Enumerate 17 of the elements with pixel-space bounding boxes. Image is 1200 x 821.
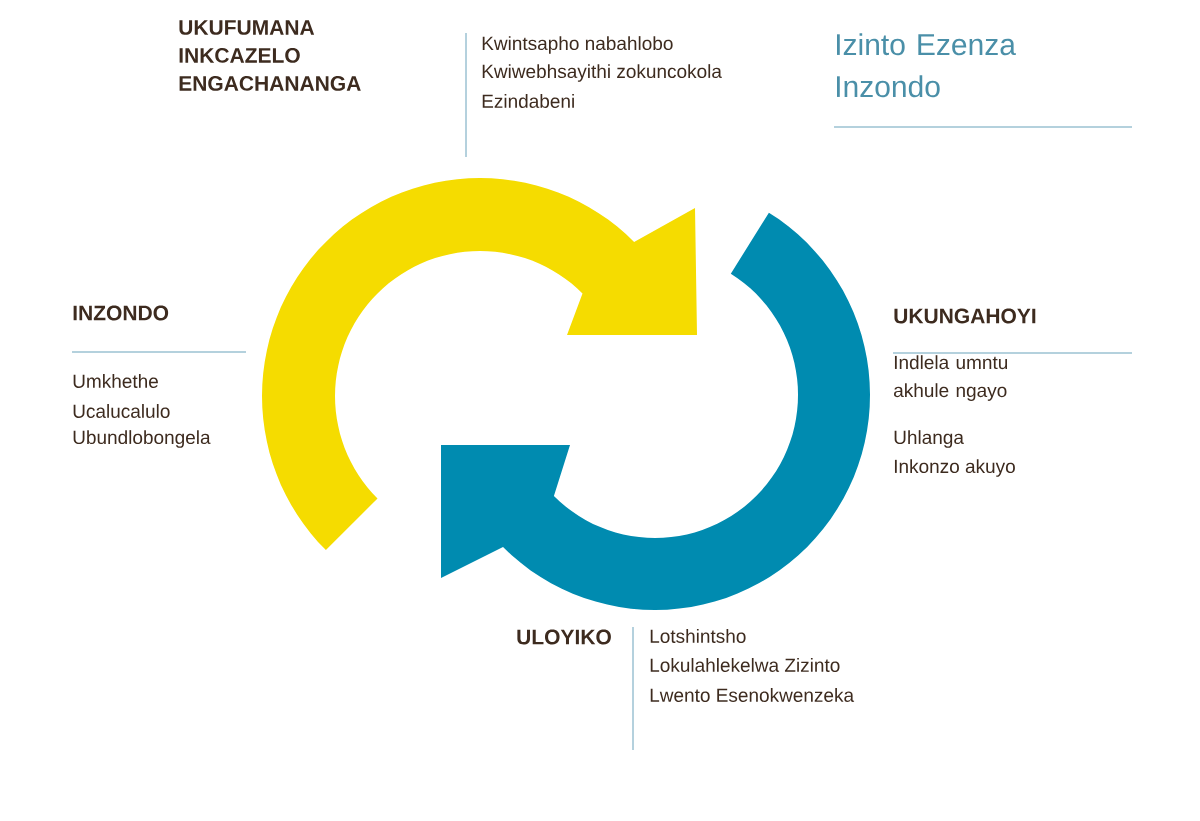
- list-item: Ubundlobongela: [73, 430, 211, 448]
- list-item: Inkonzo akuyo: [894, 459, 1015, 477]
- list-item: Lwento Esenokwenzeka: [650, 688, 855, 702]
- list-item: Ezindabeni: [482, 94, 574, 108]
- list-item: Kwintsapho nabahlobo: [482, 36, 673, 54]
- list-item: Kwiwebhsayithi zokuncokola: [482, 64, 722, 82]
- list-item: Lokulahlekelwa Zizinto: [650, 658, 840, 672]
- title: Izinto Ezenza Inzondo: [837, 33, 1016, 98]
- list-item: Uhlanga: [894, 430, 964, 448]
- category-heading: INZONDO: [73, 305, 169, 321]
- category-heading: UKUFUMANA INKCAZELO ENGACHANANGA: [179, 20, 361, 91]
- category-heading: UKUNGAHOYI: [894, 308, 1036, 324]
- list-item: Ucalucalulo: [73, 404, 170, 418]
- list-item: Umkhethe: [73, 374, 158, 388]
- category-heading: ULOYIKO: [517, 629, 611, 645]
- list-item: Indlela umntu akhule ngayo: [894, 355, 1008, 401]
- list-item: Lotshintsho: [650, 629, 746, 643]
